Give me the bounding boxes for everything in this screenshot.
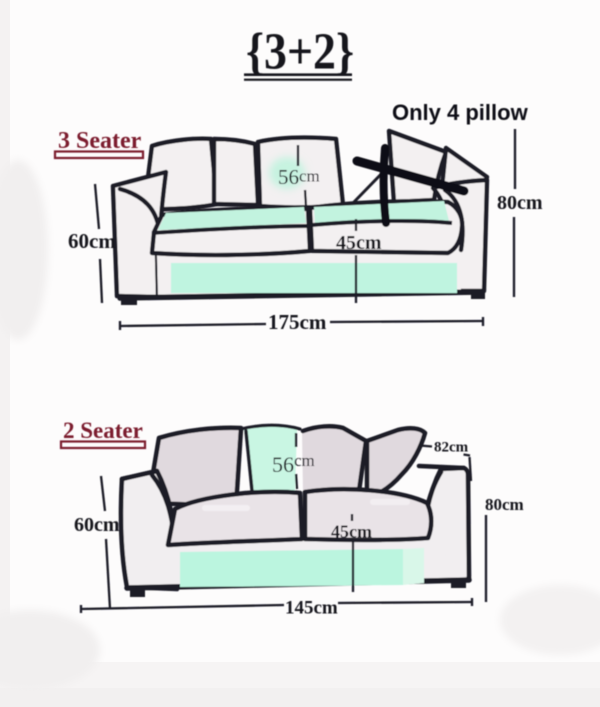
svg-text:60cm: 60cm <box>68 229 116 253</box>
svg-text:{3+2}: {3+2} <box>246 24 354 81</box>
svg-text:45cm: 45cm <box>336 232 382 254</box>
svg-text:82cm: 82cm <box>434 440 469 456</box>
svg-text:60cm: 60cm <box>74 514 120 536</box>
svg-text:2 Seater: 2 Seater <box>63 418 143 443</box>
svg-text:3 Seater: 3 Seater <box>58 128 142 154</box>
svg-text:45cm: 45cm <box>331 522 372 542</box>
svg-text:175cm: 175cm <box>268 310 327 334</box>
svg-text:Only 4 pillow: Only 4 pillow <box>392 100 529 125</box>
svg-text:80cm: 80cm <box>497 192 543 214</box>
svg-text:56cm: 56cm <box>278 165 320 189</box>
svg-text:145cm: 145cm <box>285 598 338 619</box>
svg-text:80cm: 80cm <box>485 495 524 514</box>
